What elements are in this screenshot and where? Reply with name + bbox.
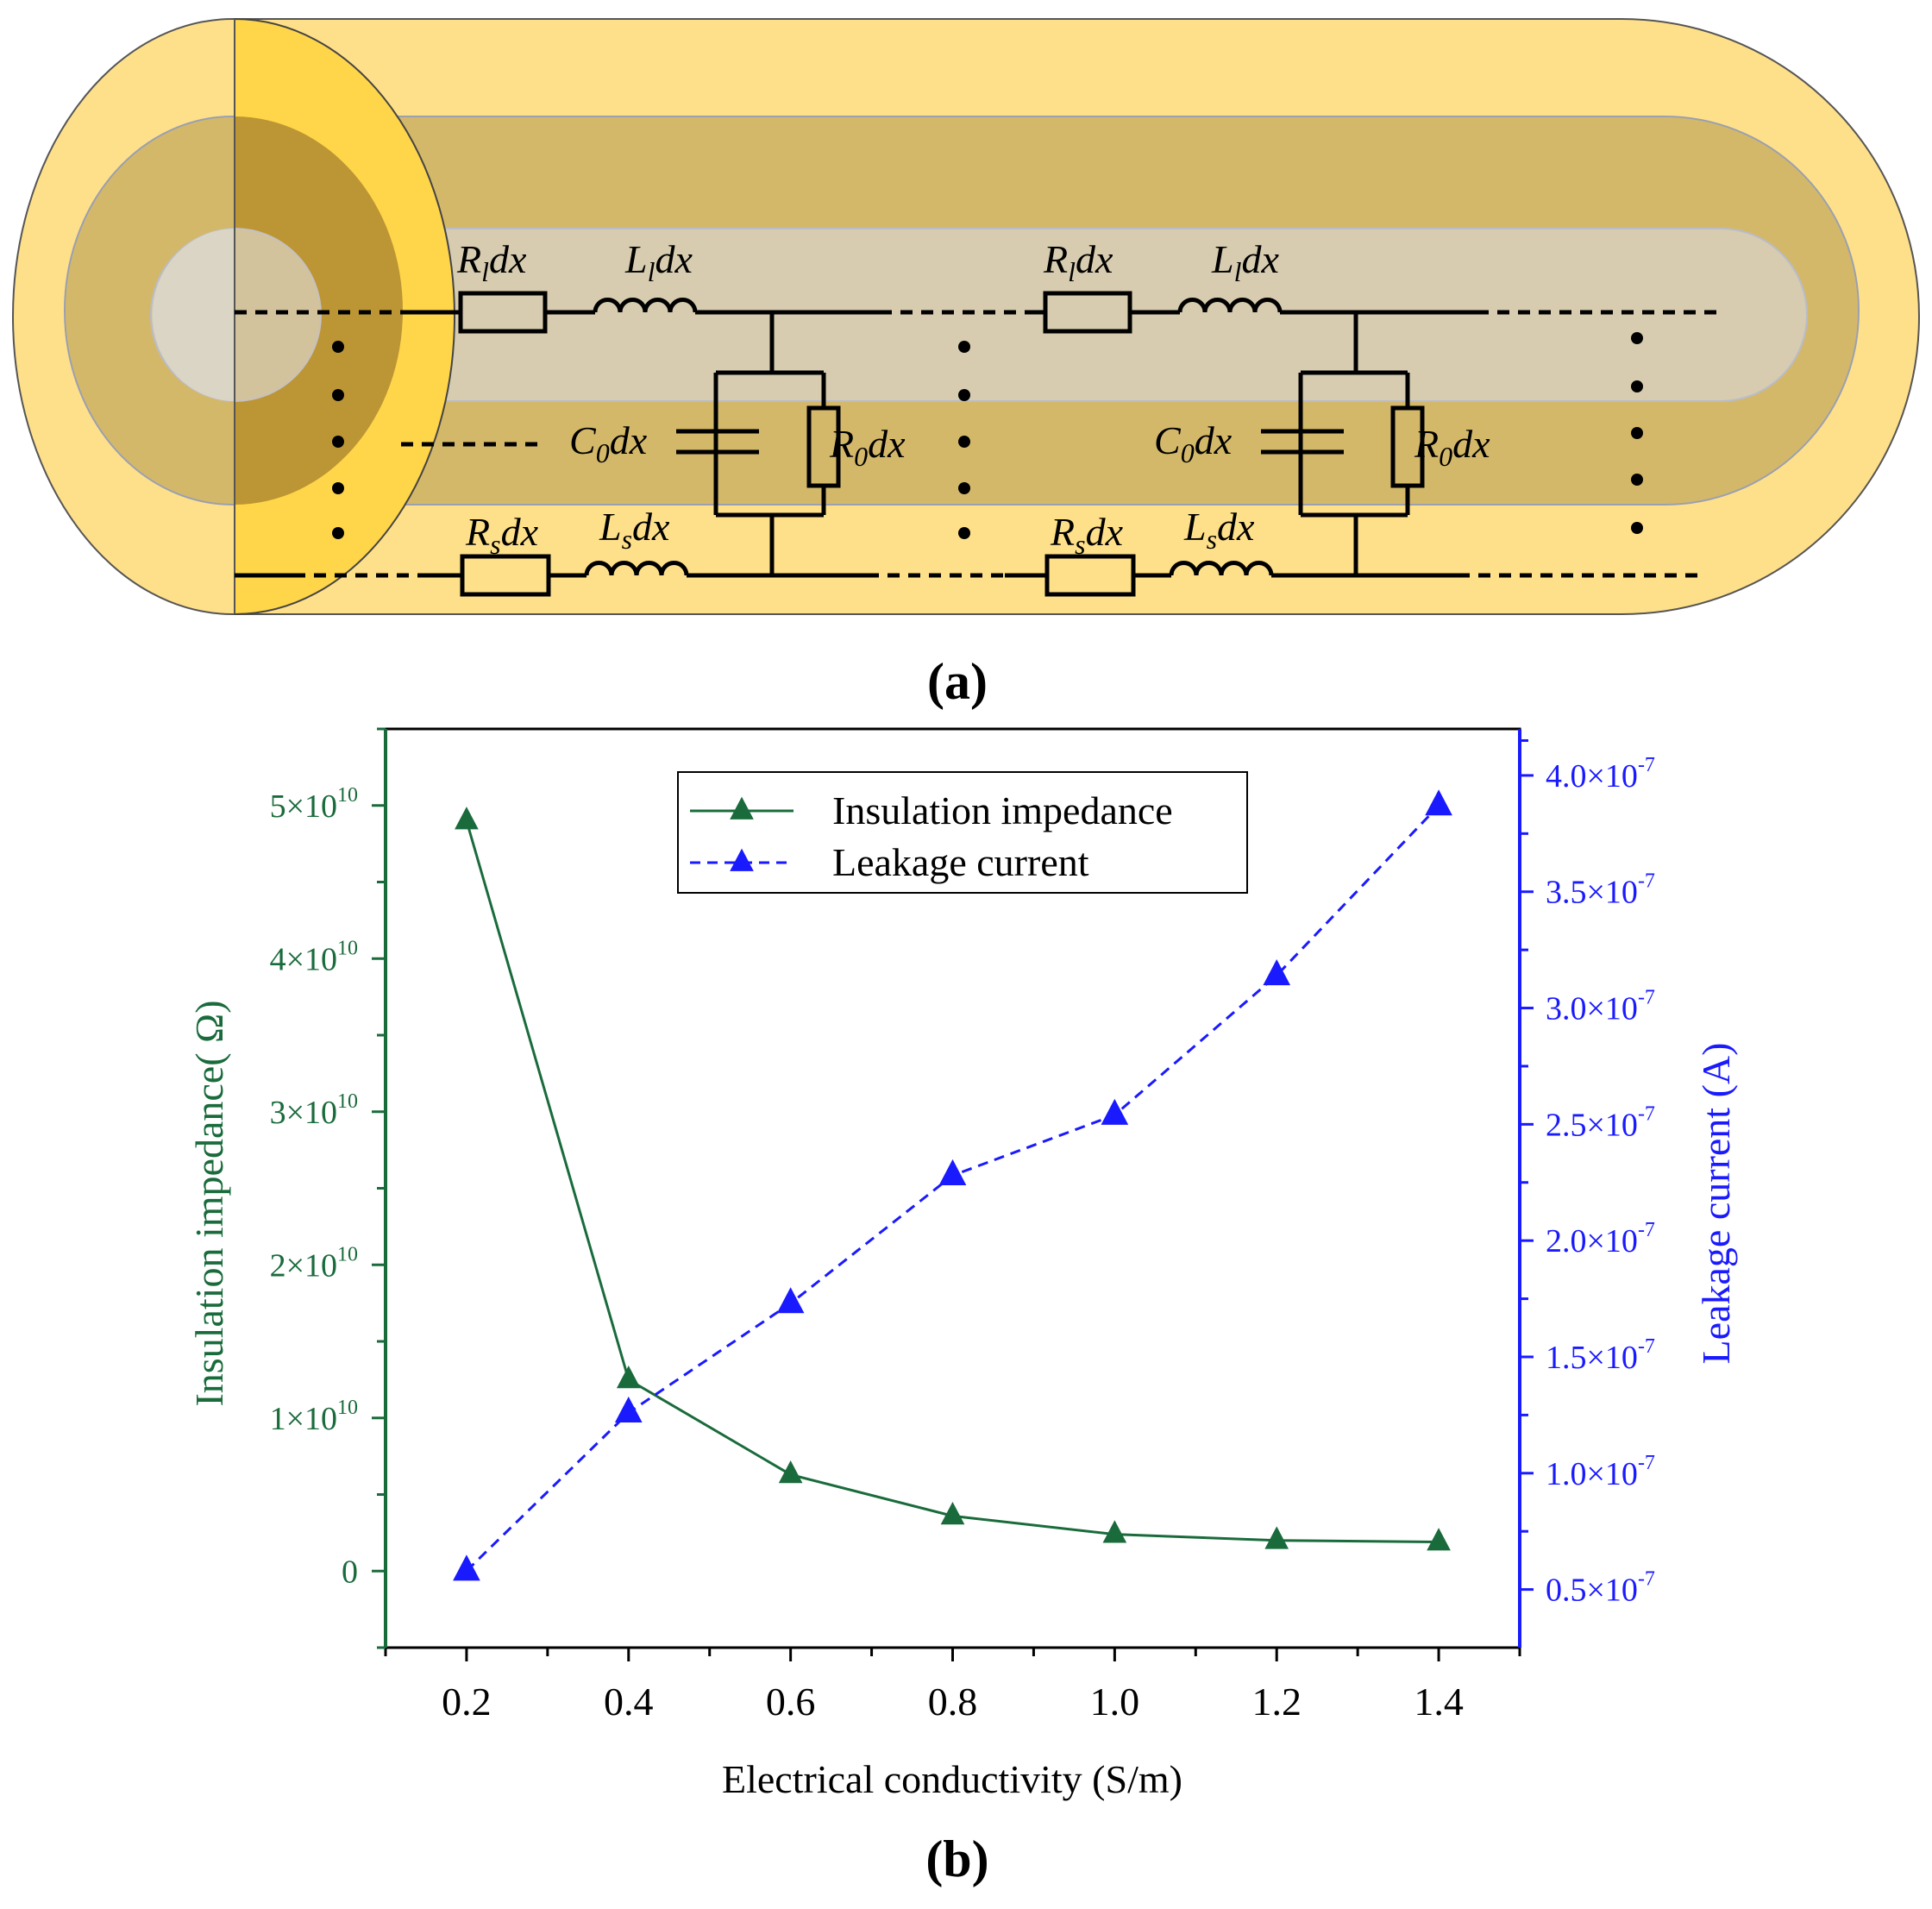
conductivity-chart: 0.2 0.4 0.6 0.8 1.0 1.2 1.4 0 1×1010 2×1010 3×101…: [187, 727, 1738, 1887]
sheath-inductor-icon: [1169, 561, 1274, 576]
component-label-r-0: R0dx: [1414, 422, 1490, 472]
component-label-l-l: Lldx: [1211, 237, 1279, 287]
series-layer: [453, 789, 1452, 1581]
left-tick-label: 1×1010: [270, 1397, 358, 1437]
conductor-core: [150, 228, 1808, 402]
line-inductor-icon: [1177, 298, 1283, 313]
legend-box: [677, 771, 1248, 894]
shunt-resistor-icon: [1390, 405, 1425, 488]
panel-b-label: (b): [925, 1831, 988, 1887]
distributed-circuit: [235, 291, 1725, 597]
data-point-1: [938, 1159, 967, 1186]
x-tick-label: 1.2: [1251, 1680, 1302, 1724]
component-label-r-l: Rldx: [1043, 237, 1113, 287]
x-tick-label: 0.6: [766, 1680, 816, 1724]
x-axis-ticks: 0.2 0.4 0.6 0.8 1.0 1.2 1.4: [384, 1648, 1521, 1724]
component-label-c-0: C0dx: [1154, 418, 1233, 468]
continuation-dot: [1631, 474, 1643, 486]
right-tick-label: 2.5×10-7: [1546, 1102, 1655, 1143]
right-axis-title: Leakage current (A): [1694, 1043, 1738, 1365]
continuation-dot: [1631, 522, 1643, 534]
data-point-0: [1264, 1526, 1289, 1549]
component-label-l-l: Lldx: [624, 237, 693, 287]
data-point-1: [1425, 789, 1452, 816]
component-label-l-s: Lsdx: [599, 505, 670, 555]
conductor-cross-section-left: [153, 229, 235, 401]
left-tick-label: 4×1010: [270, 937, 358, 977]
series-line-1: [465, 804, 1440, 1573]
left-axis-ticks: 0 1×1010 2×1010 3×1010 4×1010 5×1010: [270, 727, 386, 1649]
continuation-dot: [958, 527, 970, 539]
x-tick-label: 0.2: [442, 1680, 492, 1724]
continuation-dot: [332, 341, 344, 353]
legend-label: Leakage current: [832, 840, 1089, 884]
component-label-l-s: Lsdx: [1183, 505, 1255, 555]
continuation-dot: [332, 389, 344, 401]
left-tick-label: 3×1010: [270, 1090, 358, 1131]
panel-a-label: (a): [927, 653, 988, 710]
left-tick-label: 5×1010: [270, 784, 358, 825]
component-label-r-0: R0dx: [829, 422, 906, 472]
right-tick-label: 1.5×10-7: [1546, 1335, 1655, 1376]
left-axis-title: Insulation impedance( Ω): [187, 1000, 231, 1406]
right-tick-label: 4.0×10-7: [1546, 754, 1655, 794]
continuation-dot: [958, 482, 970, 494]
x-tick-label: 1.4: [1414, 1680, 1464, 1724]
continuation-dot: [958, 341, 970, 353]
x-axis-title: Electrical conductivity (S/m): [722, 1757, 1182, 1801]
continuation-dot: [958, 389, 970, 401]
continuation-dot: [332, 436, 344, 448]
data-point-0: [616, 1365, 641, 1389]
data-point-0: [940, 1501, 965, 1525]
right-tick-label: 3.5×10-7: [1546, 870, 1655, 911]
continuation-dot: [1631, 332, 1643, 344]
component-label-r-s: Rsdx: [1050, 510, 1124, 560]
continuation-dot: [1631, 427, 1643, 439]
component-label-r-s: Rsdx: [465, 510, 539, 560]
legend-marker-icon: [730, 848, 754, 871]
x-tick-label: 0.8: [928, 1680, 978, 1724]
continuation-dot: [332, 527, 344, 539]
conductor-cross-section: [234, 227, 322, 403]
left-tick-label: 2×1010: [270, 1243, 358, 1284]
data-point-1: [614, 1396, 643, 1423]
right-tick-label: 3.0×10-7: [1546, 987, 1655, 1027]
continuation-dot: [958, 436, 970, 448]
data-point-1: [453, 1554, 480, 1581]
right-axis-ticks: 0.5×10-7 1.0×10-7 1.5×10-7 2.0×10-7 2.5×10-7…: [1520, 738, 1655, 1609]
continuation-dot: [1631, 380, 1643, 392]
legend-label: Insulation impedance: [832, 788, 1173, 832]
right-tick-label: 1.0×10-7: [1546, 1452, 1655, 1492]
data-point-0: [778, 1460, 803, 1484]
line-inductor-icon: [593, 298, 698, 313]
right-tick-label: 2.0×10-7: [1546, 1219, 1655, 1259]
data-point-0: [455, 807, 479, 830]
component-label-r-l: Rldx: [456, 237, 527, 287]
data-point-0: [1102, 1520, 1127, 1543]
continuation-dot: [332, 482, 344, 494]
data-point-1: [1263, 959, 1291, 986]
left-tick-label: 0: [342, 1554, 358, 1590]
right-tick-label: 0.5×10-7: [1546, 1568, 1655, 1609]
shunt-resistor-icon: [806, 405, 841, 488]
sheath-inductor-icon: [584, 561, 689, 576]
x-tick-label: 1.0: [1090, 1680, 1140, 1724]
x-tick-label: 0.4: [604, 1680, 654, 1724]
data-point-1: [776, 1287, 805, 1314]
data-point-0: [1427, 1528, 1451, 1551]
legend-marker-icon: [730, 796, 754, 819]
component-label-c-0: C0dx: [569, 418, 648, 468]
data-point-1: [1101, 1098, 1129, 1125]
